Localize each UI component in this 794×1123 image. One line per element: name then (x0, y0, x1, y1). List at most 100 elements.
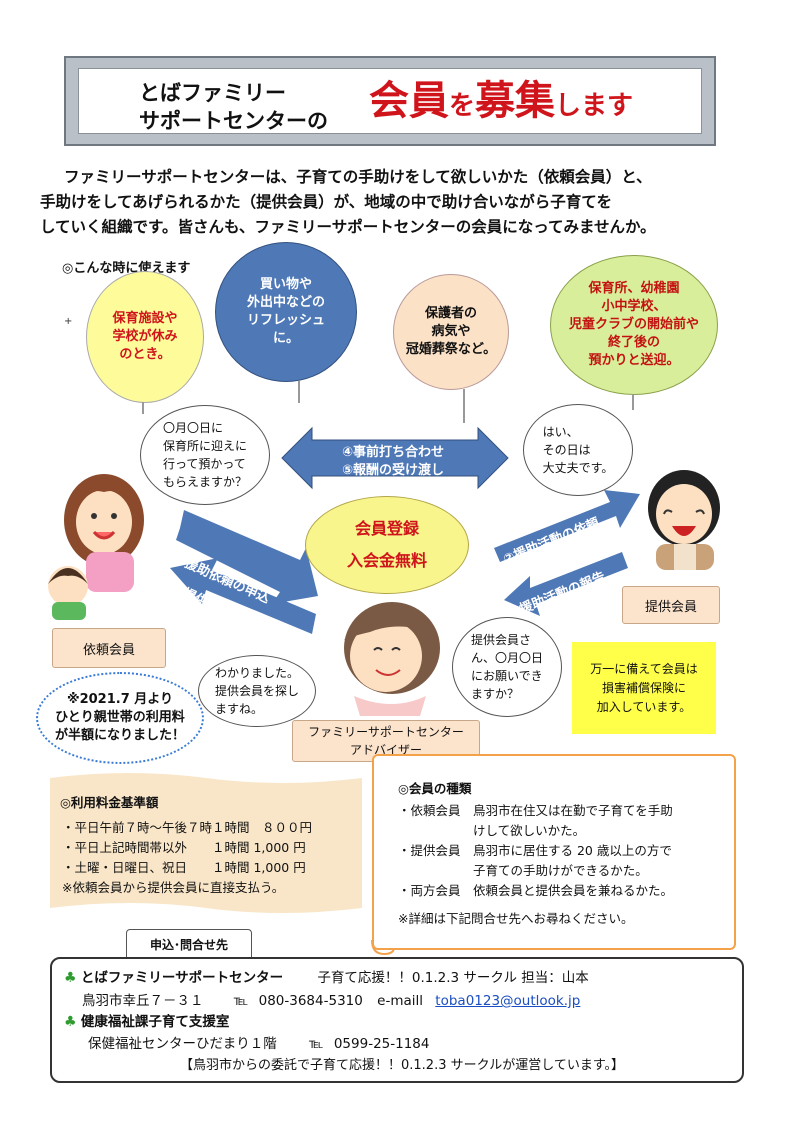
contact-footer: 【鳥羽市からの委託で子育て応援！！0.1.2.3 サークルが運営しています。】 (180, 1058, 625, 1073)
advisor-tag-line-1: ファミリーサポートセンター (308, 725, 464, 739)
speech-line: 提供会員を探し (214, 684, 299, 698)
speech-line: もらえますか？ (162, 475, 247, 489)
member-line: ・提供会員 鳥羽市に居住する 20 歳以上の方で (398, 843, 672, 858)
arrow-activity-request (494, 490, 640, 562)
contact-org2-row: ♣ 健康福祉課子育て支援室 (64, 1010, 229, 1030)
arrow-label-payment: ⑤報酬の受け渡し (342, 463, 445, 478)
balloon-line: 冠婚葬祭など。 (405, 342, 497, 357)
contact-org1: とばファミリーサポートセンター (80, 970, 284, 986)
balloon-line: 病気や (431, 324, 471, 339)
contact-org1-row: ♣ とばファミリーサポートセンター 子育て応援！！0.1.2.3 サークル 担当… (64, 966, 589, 986)
balloon-line: 保護者の (424, 306, 477, 321)
title-main: 会員を募集します (369, 81, 633, 121)
provider-illustration (648, 470, 720, 570)
balloon-string (463, 389, 465, 423)
balloon-line: 預かりと送迎。 (588, 353, 680, 368)
balloon-school-holiday: 保育施設や学校が休みのとき。 (86, 271, 204, 403)
balloon-line: 買い物や (259, 277, 312, 292)
center-line-1: 会員登録 (354, 519, 419, 538)
contact-place: 保健福祉センターひだまり１階 (88, 1036, 277, 1052)
member-line: ・両方会員 依頼会員と提供会員を兼ねるかた。 (398, 883, 674, 898)
contact-org1-note: 子育て応援！！0.1.2.3 サークル 担当：山本 (317, 970, 589, 986)
contact-address-row: 鳥羽市幸丘７－３１ ℡ 080-3684-5310 e-maill toba01… (82, 989, 580, 1009)
balloon-refresh: 買い物や外出中などのリフレッシュに。 (215, 242, 357, 382)
speech-provider: はい、その日は大丈夫です。 (523, 404, 633, 496)
member-types-title: ◎会員の種類 (398, 781, 472, 796)
center-line-2: 入会金無料 (346, 551, 427, 570)
title-main-2: を (449, 91, 476, 121)
tel-label: ℡ (309, 1036, 324, 1052)
insurance-line: 加入しています。 (596, 699, 692, 714)
title-frame: とばファミリー サポートセンターの 会員を募集します (64, 56, 716, 146)
requester-mother-illustration (64, 474, 144, 592)
member-line: ・依頼会員 鳥羽市在住又は在勤で子育てを手助 (398, 803, 673, 818)
title-main-4: します (555, 91, 634, 121)
balloon-line: 児童クラブの開始前や (568, 317, 699, 332)
arrow-activity-report (504, 552, 628, 616)
member-types-box (372, 754, 736, 950)
balloon-pickup: 保育所、幼稚園小中学校、児童クラブの開始前や終了後の預かりと送迎。 (550, 255, 718, 395)
contact-tab: 申込･問合せ先 (126, 929, 252, 958)
insurance-line: 損害補償保険に (601, 680, 686, 695)
title-line-2: サポートセンターの (139, 109, 328, 133)
contact-tel1: 080-3684-5310 (258, 993, 363, 1009)
balloon-line: に。 (272, 331, 299, 346)
double-arrow (281, 426, 509, 490)
speech-line: はい、 (542, 425, 579, 439)
balloon-line: 保育施設や (112, 311, 178, 326)
intro-paragraph: ファミリーサポートセンターは、子育ての手助けをして欲しいかた（依頼会員）と、 手… (40, 165, 760, 240)
speech-line: ますか？ (470, 687, 519, 701)
advisor-illustration (344, 602, 440, 716)
email-label: e-maill (377, 993, 423, 1009)
title-panel: とばファミリー サポートセンターの 会員を募集します (78, 68, 702, 134)
balloon-line: 終了後の (607, 335, 660, 350)
balloon-line: 学校が休み (112, 329, 178, 344)
contact-org2: 健康福祉課子育て支援室 (80, 1014, 230, 1030)
title-line-1: とばファミリー (139, 81, 286, 105)
insurance-note: 万一に備えて会員は損害補償保険に加入しています。 (572, 642, 716, 734)
balloon-string (298, 381, 300, 403)
member-line: 子育ての手助けができるかた。 (398, 863, 648, 878)
single-parent-notice: ※2021.7 月よりひとり親世帯の利用料が半額になりました！ (36, 672, 204, 764)
contact-box (50, 957, 744, 1083)
provider-tag: 提供会員 (622, 586, 720, 624)
balloon-line: のとき。 (119, 347, 171, 362)
speech-line: にお願いでき (470, 669, 543, 683)
balloon-line: 小中学校、 (601, 299, 667, 314)
balloon-illness: 保護者の病気や冠婚葬祭など。 (393, 274, 509, 390)
fee-line: ・土曜・日曜日、祝日 １時間 1,000 円 (62, 860, 306, 875)
balloon-string (142, 402, 144, 414)
contact-place-row: 保健福祉センターひだまり１階 ℡ 0599-25-1184 (88, 1032, 429, 1052)
clover-icon: ♣ (64, 970, 77, 986)
speech-advisor-left: わかりました。提供会員を探しますね。 (198, 655, 316, 727)
fee-line: ・平日上記時間帯以外 １時間 1,000 円 (62, 840, 306, 855)
speech-line: 保育所に迎えに (162, 439, 247, 453)
arrow-request (176, 510, 318, 604)
contact-address: 鳥羽市幸丘７－３１ (82, 993, 204, 1009)
notice-line: が半額になりました！ (54, 728, 185, 743)
contact-email-link[interactable]: toba0123@outlook.jp (435, 993, 581, 1009)
speech-requester: 〇月〇日に保育所に迎えに行って預かってもらえますか？ (140, 405, 270, 505)
title-main-1: 会員 (369, 78, 449, 124)
speech-line: 大丈夫です。 (542, 461, 614, 475)
speech-line: ますね。 (214, 702, 263, 716)
insurance-line: 万一に備えて会員は (590, 661, 698, 676)
intro-line: 手助けをしてあげられるかた（提供会員）が、地域の中で助け合いながら子育てを (40, 193, 612, 211)
speech-line: 行って預かって (162, 457, 246, 471)
speech-line: わかりました。 (214, 666, 299, 680)
arrow-introduce (170, 558, 316, 634)
speech-line: その日は (542, 443, 591, 457)
speech-line: ん、〇月〇日 (470, 651, 543, 665)
balloon-line: リフレッシュ (246, 313, 325, 328)
speech-line: 〇月〇日に (162, 421, 223, 435)
member-line: けして欲しいかた。 (398, 823, 586, 838)
fees-title: ◎利用料金基準額 (60, 795, 159, 810)
child-illustration (48, 566, 88, 620)
plus-mark: + (64, 316, 73, 327)
tel-label: ℡ (233, 993, 249, 1009)
clover-icon: ♣ (64, 1014, 77, 1030)
intro-line: ファミリーサポートセンターは、子育ての手助けをして欲しいかた（依頼会員）と、 (64, 168, 652, 186)
registration-free-badge: 会員登録 入会金無料 (305, 496, 469, 594)
notice-line: ひとり親世帯の利用料 (55, 710, 185, 725)
